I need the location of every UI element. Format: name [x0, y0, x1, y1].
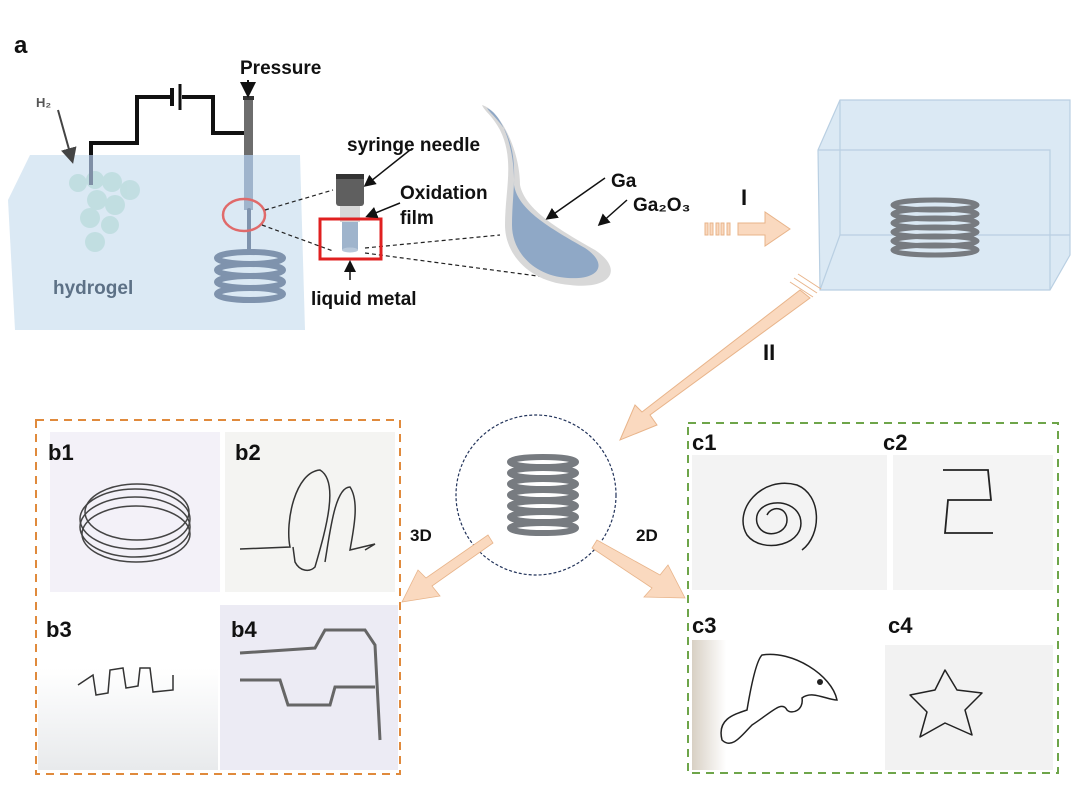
- label-ga: Ga: [611, 171, 637, 192]
- label-h2: H₂: [36, 95, 52, 110]
- ga-arrow: [545, 177, 606, 220]
- box-3d: [35, 419, 401, 775]
- arrow-2d: [591, 539, 686, 599]
- panel-label-b3: b3: [46, 617, 72, 642]
- photo-c1: [692, 455, 887, 590]
- panel-label-c1: c1: [692, 430, 717, 455]
- gallium-droplet: [482, 105, 611, 286]
- syringe-needle-rod: [243, 96, 254, 210]
- photo-c2: [893, 455, 1053, 590]
- label-2d: 2D: [636, 526, 658, 545]
- hydrogen-bubbles: [69, 171, 140, 252]
- h2-arrow: [57, 109, 77, 164]
- panel-label-b4: b4: [231, 617, 257, 642]
- needle-label-arrow: [363, 149, 411, 187]
- photo-c4: [885, 645, 1053, 770]
- coil-in-cube: [890, 197, 980, 258]
- photo-b4: [220, 605, 398, 770]
- film-label-arrow: [365, 202, 401, 219]
- label-step-i: I: [741, 185, 748, 210]
- label-film: film: [400, 208, 434, 229]
- arrow-3d: [401, 534, 494, 603]
- label-liquid-metal: liquid metal: [311, 289, 417, 310]
- center-coil: [507, 454, 579, 536]
- photo-b1: [50, 432, 220, 592]
- panel-label-c3: c3: [692, 613, 717, 638]
- panel-label-b2: b2: [235, 440, 261, 465]
- panel-label-c4: c4: [888, 613, 913, 638]
- label-ga2o3: Ga₂O₃: [633, 195, 691, 216]
- photo-b2: [225, 432, 395, 592]
- coil-circle: [455, 414, 617, 576]
- label-syringe-needle: syringe needle: [347, 135, 481, 156]
- box-2d: [687, 422, 1059, 774]
- label-pressure: Pressure: [240, 58, 322, 79]
- liquid-metal-box: [318, 217, 383, 261]
- step-i-arrow: [704, 211, 791, 247]
- hydrogel-block: [8, 155, 305, 330]
- coil-in-hydrogel: [214, 208, 286, 303]
- panel-label-c2: c2: [883, 430, 908, 455]
- highlight-circle: [221, 197, 267, 233]
- label-hydrogel: hydrogel: [53, 278, 134, 299]
- label-step-ii: II: [763, 340, 776, 365]
- panel-label-b1: b1: [48, 440, 74, 465]
- syringe-needle-detail: [336, 174, 364, 253]
- panel-label-a: a: [14, 32, 28, 59]
- label-oxidation: Oxidation: [400, 183, 488, 204]
- photo-c3: [692, 640, 882, 770]
- ga2o3-arrow: [597, 199, 628, 226]
- label-3d: 3D: [410, 526, 432, 545]
- step-ii-arrow: [619, 273, 822, 441]
- photo-b3: [38, 600, 218, 770]
- hydrogel-cube: [817, 99, 1071, 291]
